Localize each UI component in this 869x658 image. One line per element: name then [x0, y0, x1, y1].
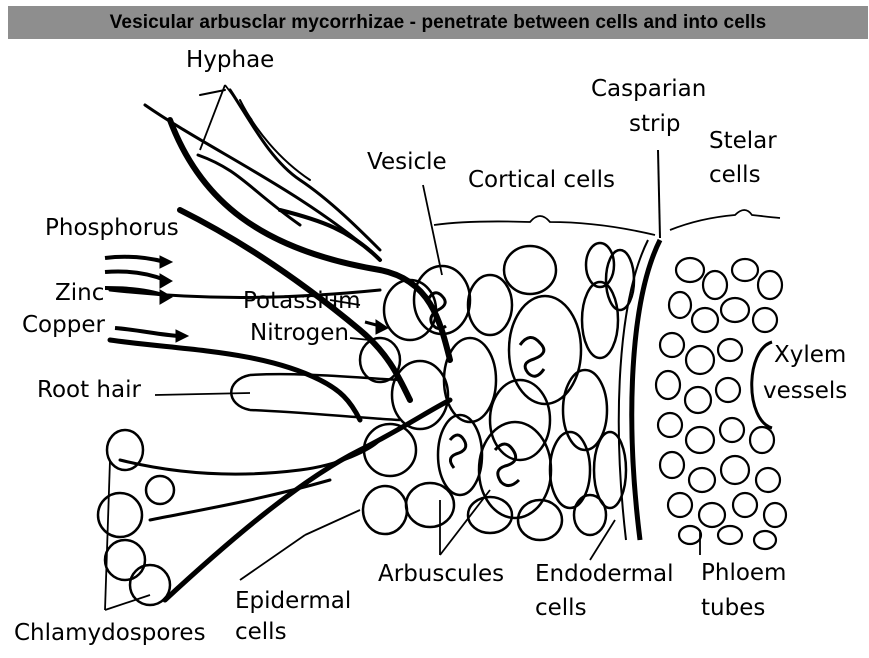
label-epidermal-cells-line2: cells — [235, 620, 287, 645]
label-arbuscules: Arbuscules — [378, 562, 504, 587]
label-zinc: Zinc — [55, 281, 104, 306]
label-stelar-cells-line2: cells — [709, 163, 761, 188]
label-epidermal-cells-line1: Epidermal — [235, 589, 351, 614]
label-phloem-tubes-line1: Phloem — [701, 561, 786, 586]
label-stelar-cells-line1: Stelar — [709, 129, 777, 154]
label-vesicle: Vesicle — [367, 150, 447, 175]
label-hyphae: Hyphae — [186, 48, 274, 73]
label-casparian-strip-line2: strip — [629, 112, 680, 137]
label-copper: Copper — [22, 313, 105, 338]
label-nitrogen: Nitrogen — [250, 321, 349, 346]
label-chlamydospores: Chlamydospores — [14, 621, 206, 646]
label-xylem-vessels-line2: vessels — [763, 379, 847, 404]
cortical-cells — [360, 243, 634, 540]
label-endodermal-cells-line2: cells — [535, 596, 587, 621]
label-cortical-cells: Cortical cells — [468, 168, 615, 193]
label-phosphorus: Phosphorus — [45, 216, 179, 241]
label-xylem-vessels-line1: Xylem — [774, 343, 846, 368]
label-potassium: Potassium — [243, 289, 361, 314]
label-casparian-strip-line1: Casparian — [591, 77, 706, 102]
label-endodermal-cells-line1: Endodermal — [535, 562, 673, 587]
label-root-hair: Root hair — [37, 378, 141, 403]
label-phloem-tubes-line2: tubes — [701, 596, 765, 621]
